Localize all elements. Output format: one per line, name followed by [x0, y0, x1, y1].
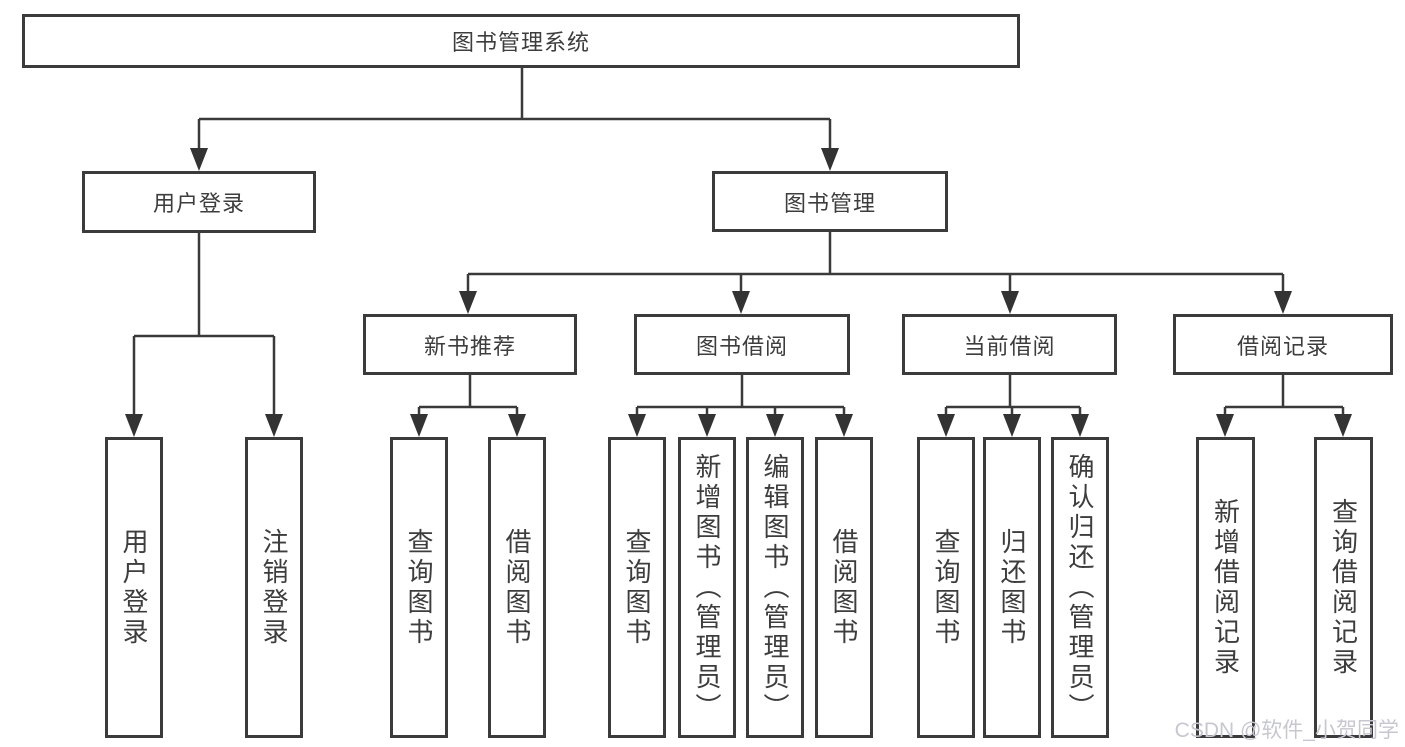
node-user-login: 用户登录 [82, 171, 316, 233]
node-logout-leaf: 注销登录 [245, 437, 303, 738]
node-book-borrow: 图书借阅 [634, 314, 850, 375]
node-new-book-recommend: 新书推荐 [363, 314, 577, 375]
arrowheads [125, 148, 1352, 437]
node-add-borrow-record: 新增借阅记录 [1196, 437, 1255, 738]
connector-root-to-level2 [197, 68, 832, 152]
node-confirm-return-admin: 确认归还（管理员） [1051, 437, 1109, 738]
connector-borrow-records-children [1223, 375, 1345, 418]
connector-current-borrow-children [944, 375, 1082, 418]
node-current-borrow: 当前借阅 [902, 314, 1117, 375]
node-query-books-current: 查询图书 [917, 437, 975, 738]
node-borrow-books-leaf: 借阅图书 [815, 437, 873, 738]
node-user-login-leaf: 用户登录 [105, 437, 163, 738]
connector-new-book-children [417, 375, 519, 418]
node-borrow-records: 借阅记录 [1173, 314, 1393, 375]
node-return-books: 归还图书 [983, 437, 1041, 738]
node-query-books-borrow: 查询图书 [608, 437, 666, 738]
node-query-borrow-record: 查询借阅记录 [1314, 437, 1373, 738]
node-query-books-recommend: 查询图书 [390, 437, 448, 738]
node-book-management-system: 图书管理系统 [22, 14, 1020, 68]
node-edit-books-admin: 编辑图书（管理员） [746, 437, 804, 738]
connector-book-management-children [466, 232, 1285, 295]
connector-book-borrow-children [635, 375, 846, 418]
watermark: CSDN @软件_小贺同学 [1174, 719, 1399, 742]
node-add-books-admin: 新增图书（管理员） [678, 437, 736, 738]
node-borrow-books-recommend: 借阅图书 [488, 437, 546, 738]
node-book-management: 图书管理 [712, 171, 948, 232]
connector-user-login-children [132, 233, 276, 418]
